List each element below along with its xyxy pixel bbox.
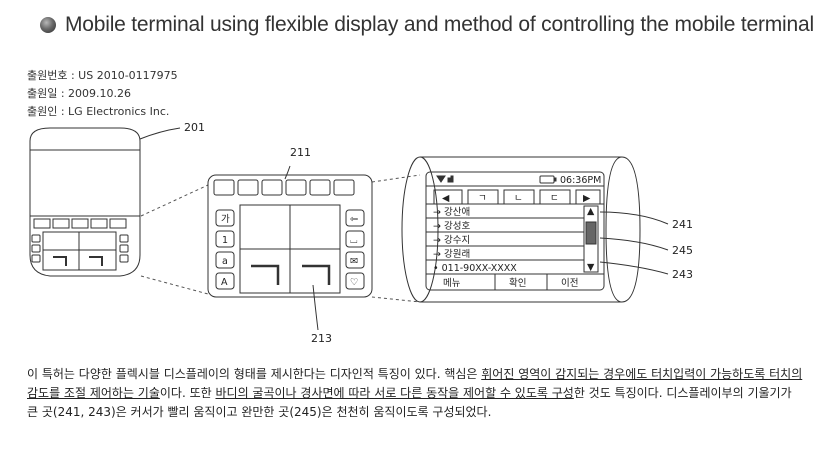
heart-icon: ♡ bbox=[350, 277, 359, 288]
contact-item: → 강성호 bbox=[433, 221, 470, 232]
patent-figure: 201 211 213 241 245 243 가 1 a A ⇦ ⌴ ✉ ♡ … bbox=[29, 121, 693, 345]
ref-241: 241 bbox=[672, 218, 693, 231]
contact-item: → 강산애 bbox=[433, 207, 470, 218]
desc-part-3: 한 것도 특징이다. 디스플레이부의 기울기가 큰 곳(241, 243)은 커… bbox=[27, 386, 792, 419]
key-label-1: 1 bbox=[222, 235, 228, 246]
clock-text: 06:36PM bbox=[560, 175, 601, 186]
ref-245: 245 bbox=[672, 244, 693, 257]
applicant: 출원인 : LG Electronics Inc. bbox=[27, 105, 170, 118]
softkey-ok: 확인 bbox=[509, 277, 526, 289]
softkey-menu: 메뉴 bbox=[443, 278, 461, 289]
filing-date: 출원일 : 2009.10.26 bbox=[27, 87, 132, 100]
cylindrical-display bbox=[401, 156, 669, 303]
unrolled-keypad bbox=[207, 165, 373, 331]
bullet-icon bbox=[40, 17, 56, 33]
back-arrow-icon: ⇦ bbox=[350, 214, 358, 225]
key-label-a: a bbox=[222, 256, 228, 267]
desc-underline-2: 바디의 굴곡이나 경사면에 따라 서로 다른 동작을 제어할 수 있도록 구성 bbox=[215, 386, 574, 400]
ref-213: 213 bbox=[311, 332, 332, 345]
key-label-A: A bbox=[221, 277, 228, 288]
title-row: Mobile terminal using flexible display a… bbox=[40, 13, 814, 37]
softkey-back: 이전 bbox=[561, 278, 578, 289]
ref-201: 201 bbox=[184, 121, 205, 134]
ref-211: 211 bbox=[290, 146, 311, 159]
description-paragraph: 이 특허는 다양한 플렉시블 디스플레이의 형태를 제시한다는 디자인적 특징이… bbox=[27, 365, 805, 422]
key-label-ga: 가 bbox=[221, 214, 230, 225]
space-icon: ⌴ bbox=[350, 235, 358, 246]
page-title: Mobile terminal using flexible display a… bbox=[65, 13, 814, 36]
tab-next: ▶ bbox=[583, 193, 591, 204]
desc-part-1: 이 특허는 다양한 플렉시블 디스플레이의 형태를 제시한다는 디자인적 특징이… bbox=[27, 367, 482, 381]
desc-part-2: 이다. 또한 bbox=[159, 386, 216, 400]
tab-nieun: ㄴ bbox=[514, 193, 523, 204]
rolled-device bbox=[29, 127, 181, 277]
tab-digeut: ㄷ bbox=[550, 193, 559, 204]
phone-number: • 011-90XX-XXXX bbox=[433, 263, 517, 274]
application-number: 출원번호 : US 2010-0117975 bbox=[27, 69, 178, 82]
tab-prev: ◀ bbox=[442, 193, 450, 204]
scroll-up-icon: ▲ bbox=[587, 206, 595, 217]
ref-243: 243 bbox=[672, 268, 693, 281]
tab-giyeok: ㄱ bbox=[478, 193, 487, 204]
mail-icon: ✉ bbox=[350, 256, 358, 267]
desc-underline-1: 휘어진 영역이 감지되는 경우에도 터치입력이 가능하도록 터치의 감도를 조절… bbox=[27, 367, 803, 400]
scroll-down-icon: ▼ bbox=[587, 262, 595, 273]
contact-item: → 강원래 bbox=[433, 249, 470, 260]
contact-item: → 강수지 bbox=[433, 235, 470, 246]
